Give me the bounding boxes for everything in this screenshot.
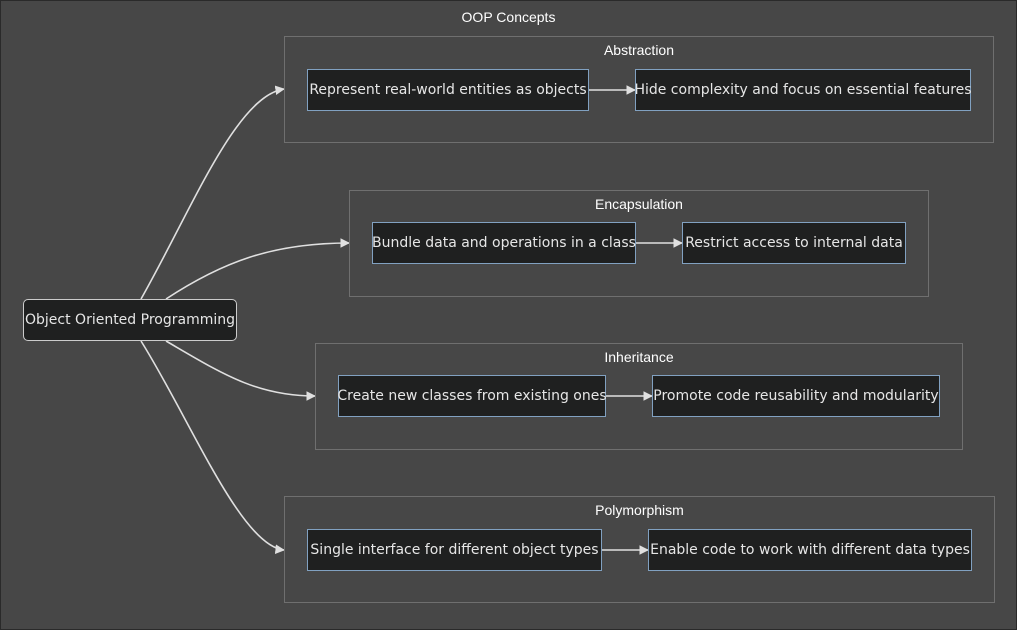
root-node[interactable]: Object Oriented Programming (23, 299, 237, 341)
group-abstraction: Abstraction (284, 36, 994, 143)
node-inheritance-2[interactable]: Promote code reusability and modularity (652, 375, 940, 417)
edge-root-polymorphism (140, 340, 285, 554)
group-label: Polymorphism (595, 502, 684, 518)
node-encapsulation-2[interactable]: Restrict access to internal data (682, 222, 906, 264)
group-inheritance: Inheritance (315, 343, 963, 450)
group-encapsulation: Encapsulation (349, 190, 929, 297)
node-abstraction-2[interactable]: Hide complexity and focus on essential f… (634, 69, 972, 111)
edge-root-encapsulation (165, 238, 350, 300)
edge-root-inheritance (165, 340, 316, 401)
group-label: Encapsulation (595, 196, 683, 212)
edge-root-abstraction (140, 85, 285, 300)
group-label: Abstraction (603, 42, 675, 58)
node-polymorphism-2[interactable]: Enable code to work with different data … (648, 529, 972, 571)
node-encapsulation-1[interactable]: Bundle data and operations in a class (372, 222, 636, 264)
node-abstraction-1[interactable]: Represent real-world entities as objects (307, 69, 589, 111)
group-label: Inheritance (604, 349, 674, 365)
group-polymorphism: Polymorphism (284, 496, 995, 603)
node-polymorphism-1[interactable]: Single interface for different object ty… (307, 529, 602, 571)
node-inheritance-1[interactable]: Create new classes from existing ones (337, 375, 607, 417)
diagram-title: OOP Concepts (461, 9, 556, 25)
